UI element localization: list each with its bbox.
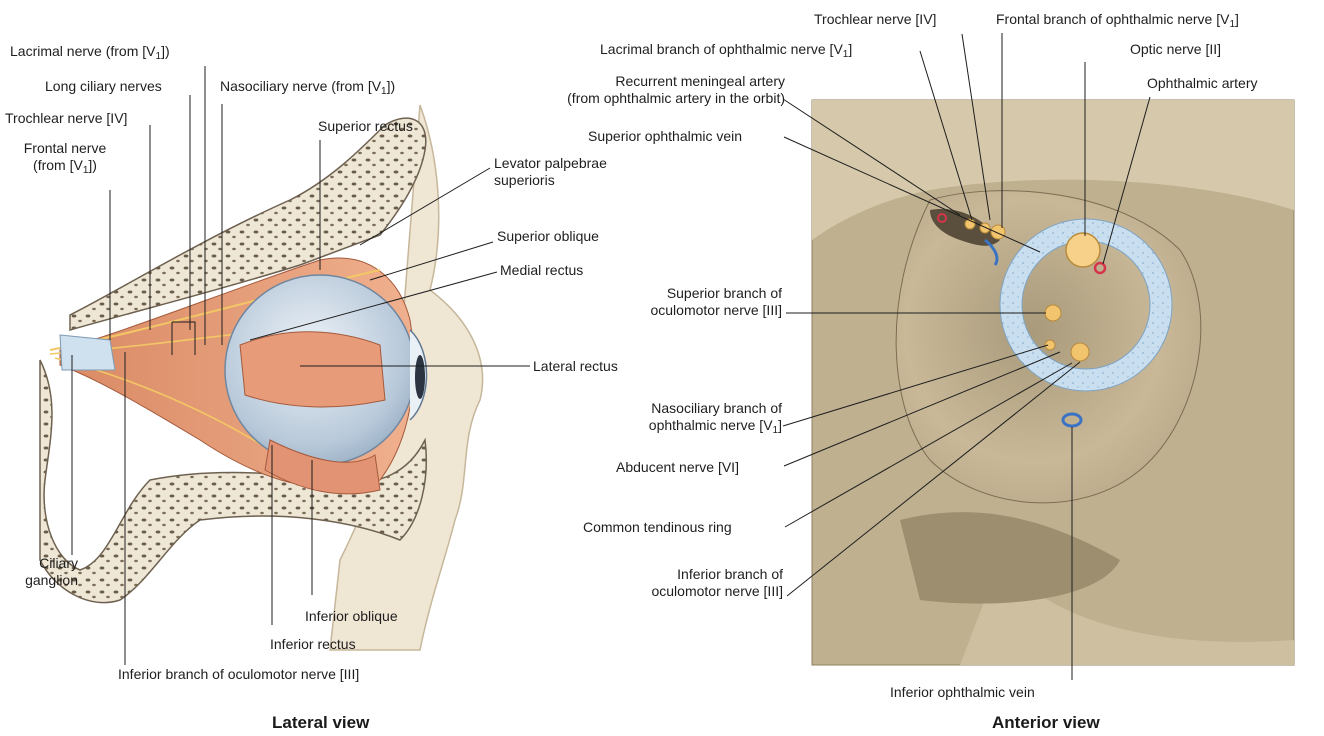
label-medial-rectus: Medial rectus <box>500 262 583 279</box>
label-ophthalmic-artery: Ophthalmic artery <box>1147 75 1257 92</box>
label-lacrimal-nerve: Lacrimal nerve (from [V1]) <box>10 43 170 65</box>
label-superior-oblique: Superior oblique <box>497 228 599 245</box>
label-recurrent-meningeal-artery: Recurrent meningeal artery(from ophthalm… <box>490 73 785 107</box>
label-lateral-rectus: Lateral rectus <box>533 358 618 375</box>
anterior-view-title: Anterior view <box>992 713 1100 733</box>
lateral-illustration <box>40 105 483 650</box>
label-trochlear-nerve: Trochlear nerve [IV] <box>5 110 127 127</box>
label-superior-rectus: Superior rectus <box>318 118 413 135</box>
label-common-tendinous-ring: Common tendinous ring <box>583 519 732 536</box>
label-optic-nerve: Optic nerve [II] <box>1130 41 1221 58</box>
label-inferior-branch-oculomotor: Inferior branch of oculomotor nerve [III… <box>118 666 359 683</box>
label-superior-ophthalmic-vein: Superior ophthalmic vein <box>588 128 742 145</box>
label-long-ciliary: Long ciliary nerves <box>45 78 162 95</box>
label-frontal-branch: Frontal branch of ophthalmic nerve [V1] <box>996 11 1239 33</box>
anterior-illustration <box>812 100 1294 665</box>
lateral-view-title: Lateral view <box>272 713 369 733</box>
label-trochlear-nerve-anterior: Trochlear nerve [IV] <box>814 11 936 28</box>
label-inferior-oblique: Inferior oblique <box>305 608 398 625</box>
label-nasociliary-nerve: Nasociliary nerve (from [V1]) <box>220 78 395 100</box>
label-lacrimal-branch: Lacrimal branch of ophthalmic nerve [V1] <box>600 41 852 63</box>
label-frontal-nerve: Frontal nerve(from [V1]) <box>15 140 115 179</box>
label-abducent-nerve: Abducent nerve [VI] <box>616 459 739 476</box>
label-inferior-rectus: Inferior rectus <box>270 636 356 653</box>
label-inferior-ophthalmic-vein: Inferior ophthalmic vein <box>890 684 1035 701</box>
